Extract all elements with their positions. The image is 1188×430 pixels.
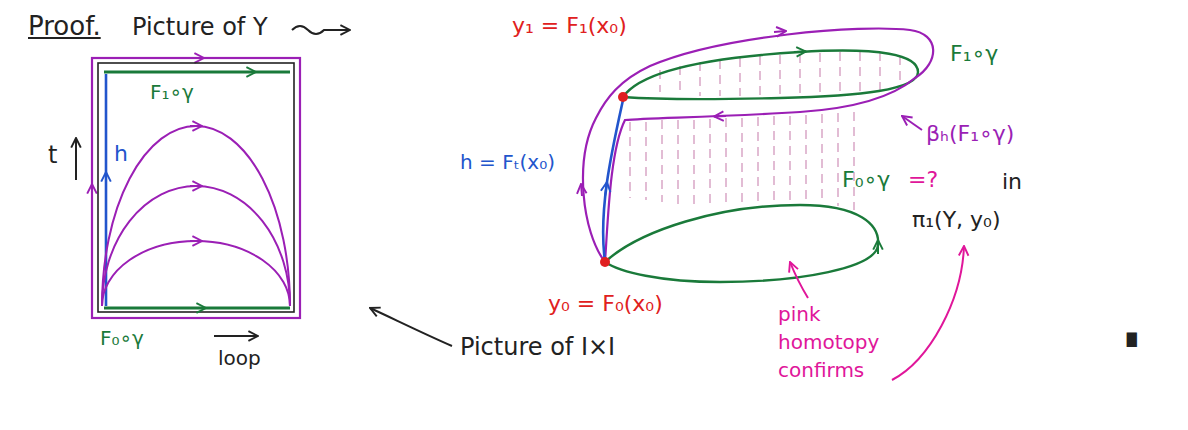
axis-arrow: [75, 138, 77, 180]
direction-arrow: [190, 57, 204, 59]
axis-label: t: [48, 140, 57, 170]
axis-arrow: [214, 335, 258, 337]
homotopy-hatching: [630, 52, 900, 210]
loop-f1-gamma: [623, 51, 918, 100]
axis-label: loop: [218, 346, 261, 371]
direction-arrow: [774, 31, 786, 32]
loop-label: F₀∘γ: [842, 166, 890, 194]
space-y: [581, 29, 933, 283]
pointer-arrow: [370, 308, 452, 346]
direction-arrow: [581, 184, 582, 196]
top-edge: [104, 71, 290, 74]
loop-beta-h: [583, 29, 933, 263]
qed-symbol: ∎: [1122, 318, 1141, 356]
homotopy-arc: [102, 186, 290, 306]
point-label: y₁ = F₁(x₀): [512, 12, 627, 40]
basepoint-y0: [600, 257, 610, 267]
basepoint-y1: [618, 92, 628, 102]
loop-label: F₁∘γ: [150, 80, 194, 105]
leader-line: [902, 116, 922, 130]
path-h: [603, 100, 623, 262]
direction-arrow: [794, 51, 806, 54]
direction-arrow: [244, 71, 256, 73]
loop-label: F₀∘γ: [100, 326, 144, 351]
direction-arrow: [105, 172, 107, 184]
proof-heading: Proof.: [28, 10, 101, 43]
loop-f0-gamma: [605, 205, 878, 282]
leader-line: [892, 246, 964, 380]
direction-arrow: [714, 115, 726, 118]
path-label: h: [114, 140, 128, 168]
homotopy-arc: [102, 241, 290, 306]
direction-arrow: [877, 240, 879, 254]
purple-boundary: [92, 58, 300, 318]
direction-arrow: [190, 125, 202, 127]
figure-caption: Picture of I×I: [460, 332, 615, 362]
group-label: π₁(Y, y₀): [912, 206, 1001, 234]
direction-arrow: [190, 185, 202, 187]
note-text: in: [1002, 168, 1022, 196]
bottom-edge: [104, 307, 290, 310]
question-mark: =?: [908, 166, 938, 194]
direction-arrow: [91, 184, 93, 196]
note-text: pink homotopy confirms: [778, 300, 893, 384]
direction-arrow: [194, 307, 206, 309]
figure-caption: Picture of Y: [132, 12, 268, 42]
pointer-arrow: [292, 26, 350, 34]
direction-arrow: [605, 182, 607, 196]
square-outline: [98, 63, 294, 312]
unit-square: [92, 58, 300, 318]
homotopy-arc: [102, 126, 290, 306]
direction-arrow: [190, 240, 202, 242]
path-label: h = Fₜ(x₀): [460, 150, 555, 175]
leader-line: [790, 262, 808, 298]
loop-label: βₕ(F₁∘γ): [926, 120, 1014, 148]
loop-label: F₁∘γ: [950, 40, 998, 68]
point-label: y₀ = F₀(x₀): [548, 290, 663, 318]
